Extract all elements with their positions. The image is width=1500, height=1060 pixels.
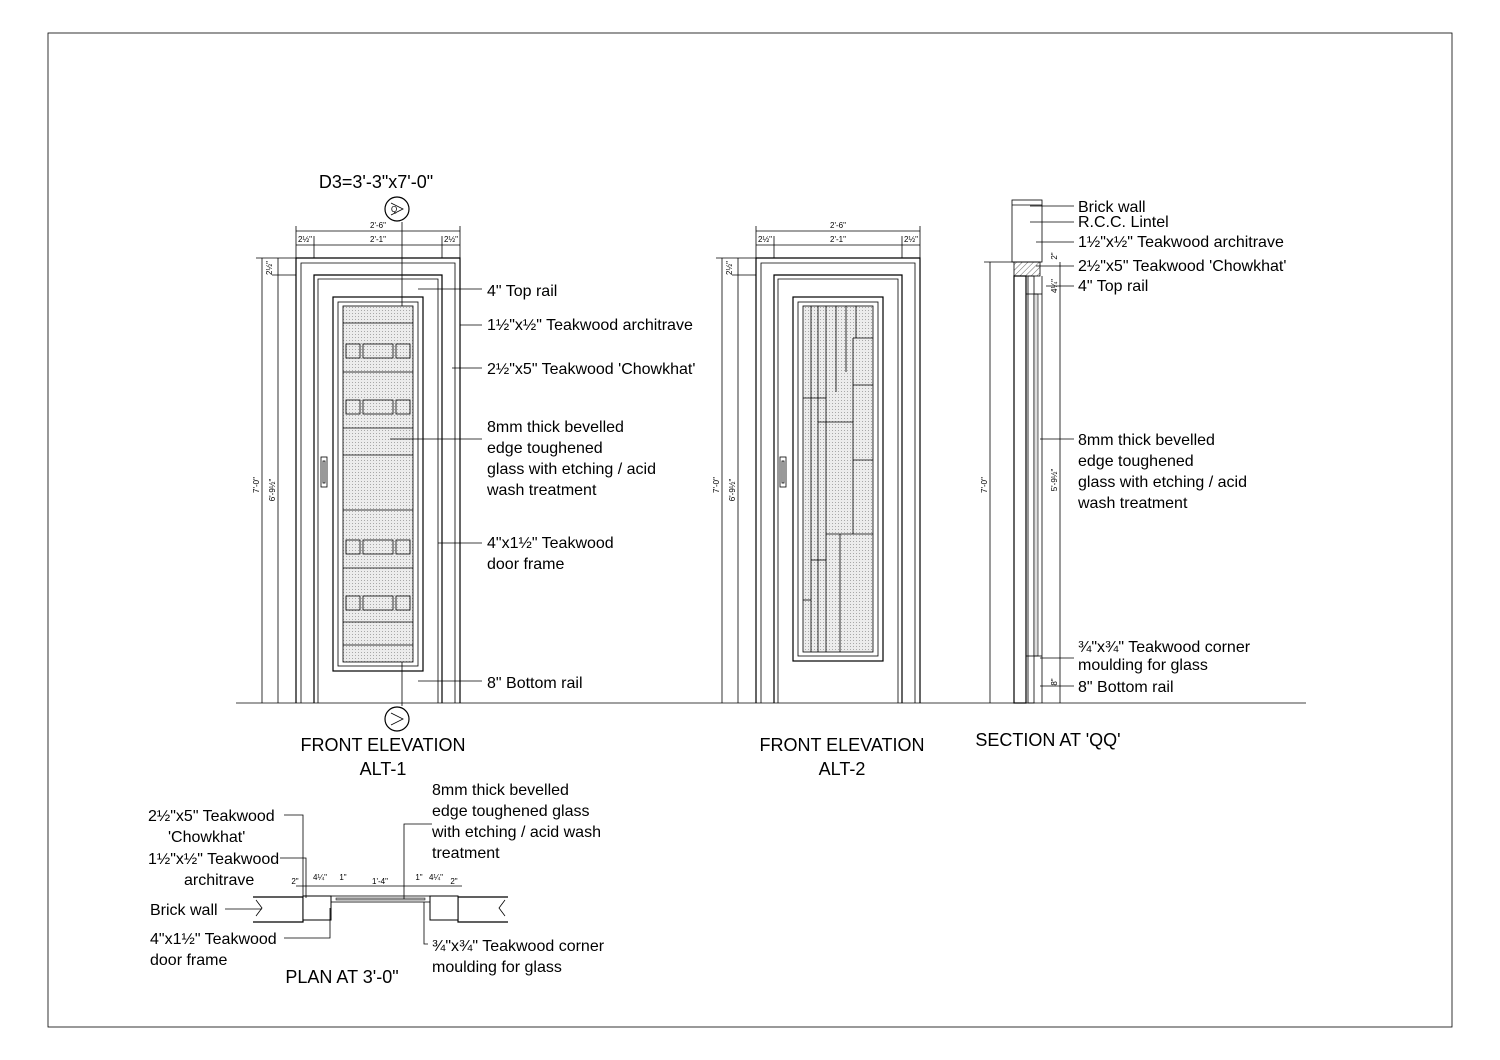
plan-label-architrave-1: 1½"x½" Teakwood (148, 851, 279, 868)
alt1-elevation: D3=3'-3"x7'-0" Q 2'-6" 2'-1" 2½" 2½" 7'-… (252, 172, 695, 779)
dim-side-left: 2½" (298, 235, 312, 244)
section-marker-letter: Q (391, 205, 397, 214)
section-label-glass-3: glass with etching / acid (1078, 474, 1247, 491)
label-top-rail: 4" Top rail (487, 283, 557, 300)
plan-title: PLAN AT 3'-0" (285, 967, 398, 987)
plan-label-frame-2: door frame (150, 952, 227, 969)
label-glass-2: edge toughened (487, 440, 603, 457)
section-label-bottom-rail: 8" Bottom rail (1078, 679, 1174, 696)
alt2-etched-glass (802, 305, 874, 653)
section-label-moulding-2: moulding for glass (1078, 657, 1208, 674)
alt2-dim-height: 7'-0" (712, 477, 721, 493)
section-marker-top: Q (384, 196, 410, 222)
label-bottom-rail: 8" Bottom rail (487, 675, 583, 692)
alt2-dim-top-side: 2½" (725, 261, 734, 275)
alt2-door-handle (779, 456, 787, 488)
plan-label-frame-1: 4"x1½" Teakwood (150, 931, 277, 948)
plan-chowkhat-right (429, 895, 459, 921)
label-glass-1: 8mm thick bevelled (487, 419, 624, 436)
alt2-dim-overall-width: 2'-6" (830, 221, 846, 230)
alt1-leaders (390, 288, 482, 682)
alt2-dim-side-left: 2½" (758, 235, 772, 244)
section-label-brick: Brick wall (1078, 199, 1146, 216)
section-label-glass-2: edge toughened (1078, 453, 1194, 470)
alt1-title: FRONT ELEVATION (300, 735, 465, 755)
plan-label-glass-4: treatment (432, 845, 500, 862)
dim-door-height: 6'-9½" (268, 479, 277, 502)
plan-glass (335, 897, 426, 901)
dim-overall-width: 2'-6" (370, 221, 386, 230)
door-title: D3=3'-3"x7'-0" (319, 172, 433, 192)
glass-panel-frame (332, 296, 424, 672)
plan-leaders (225, 814, 432, 945)
plan-label-glass-1: 8mm thick bevelled (432, 782, 569, 799)
plan-label-glass-3: with etching / acid wash (431, 824, 601, 841)
plan-label-architrave-2: architrave (184, 872, 254, 889)
dim-height: 7'-0" (252, 477, 261, 493)
alt2-elevation: 2'-6" 2'-1" 2½" 2½" 7'-0" 6'-9½" 2½" (712, 221, 925, 779)
dim-top-side: 2½" (265, 261, 274, 275)
section-dim-height-inner: 5'-9½" (1050, 469, 1059, 492)
section-dim-top: 2" (1050, 252, 1059, 259)
sheet-border (47, 32, 1453, 1028)
label-glass-3: glass with etching / acid (487, 461, 656, 478)
section-leaders (1030, 205, 1074, 687)
plan-dim-5: 1" (415, 873, 422, 882)
plan-label-chowkhat-1: 2½"x5" Teakwood (148, 808, 275, 825)
dim-side-right: 2½" (444, 235, 458, 244)
section-qq: 7'-0" 2" 4¼" 5'-9½" 8" Brick wall R.C.C.… (975, 199, 1286, 750)
plan-label-glass-2: edge toughened glass (432, 803, 589, 820)
section-label-architrave: 1½"x½" Teakwood architrave (1078, 234, 1284, 251)
alt1-subtitle: ALT-1 (360, 759, 407, 779)
section-title: SECTION AT 'QQ' (975, 730, 1120, 750)
plan-dimensions: 2" 4¼" 1" 1'-4" 1" 4¼" 2" (291, 873, 457, 886)
section-chowkhat (1013, 261, 1041, 277)
plan-dim-2: 4¼" (313, 873, 327, 882)
plan-view: 2" 4¼" 1" 1'-4" 1" 4¼" 2" 2½"x5" Teakwoo… (148, 782, 605, 987)
alt2-dim-inner-width: 2'-1" (830, 235, 846, 244)
chowkhat-outline (313, 274, 443, 703)
label-glass-4: wash treatment (486, 482, 597, 499)
section-marker-bottom (384, 706, 410, 732)
plan-label-chowkhat-2: 'Chowkhat' (168, 829, 245, 846)
plan-dim-1: 2" (291, 877, 298, 886)
alt2-title: FRONT ELEVATION (759, 735, 924, 755)
section-label-glass-4: wash treatment (1077, 495, 1188, 512)
etched-glass (342, 305, 414, 663)
plan-label-brick: Brick wall (150, 902, 218, 919)
section-dim-height: 7'-0" (980, 477, 989, 493)
door-handle (320, 456, 328, 488)
section-glass (1033, 293, 1039, 657)
plan-dim-4: 1'-4" (372, 877, 388, 886)
plan-dim-3: 1" (339, 873, 346, 882)
section-lintel (1011, 199, 1043, 263)
section-label-lintel: R.C.C. Lintel (1078, 214, 1169, 231)
label-frame-1: 4"x1½" Teakwood (487, 535, 614, 552)
label-frame-2: door frame (487, 556, 564, 573)
dim-inner-width: 2'-1" (370, 235, 386, 244)
alt2-etched-pattern (803, 306, 873, 652)
plan-chowkhat-left (302, 895, 332, 921)
plan-label-moulding-2: moulding for glass (432, 959, 562, 976)
plan-dim-7: 2" (450, 877, 457, 886)
section-label-glass-1: 8mm thick bevelled (1078, 432, 1215, 449)
alt2-dim-side-right: 2½" (904, 235, 918, 244)
section-label-moulding-1: ¾"x¾" Teakwood corner (1078, 639, 1251, 656)
label-architrave: 1½"x½" Teakwood architrave (487, 317, 693, 334)
etched-pattern (343, 322, 413, 646)
section-label-top-rail: 4" Top rail (1078, 278, 1148, 295)
alt2-glass-panel-frame (792, 296, 884, 662)
label-chowkhat: 2½"x5" Teakwood 'Chowkhat' (487, 361, 695, 378)
plan-door-frame (330, 895, 431, 903)
plan-label-moulding-1: ¾"x¾" Teakwood corner (432, 938, 605, 955)
alt2-dim-door-height: 6'-9½" (728, 479, 737, 502)
plan-dim-6: 4¼" (429, 873, 443, 882)
alt2-subtitle: ALT-2 (819, 759, 866, 779)
section-label-chowkhat: 2½"x5" Teakwood 'Chowkhat' (1078, 258, 1286, 275)
section-dim-bottom: 8" (1050, 678, 1059, 685)
architrave-outline (295, 257, 461, 703)
